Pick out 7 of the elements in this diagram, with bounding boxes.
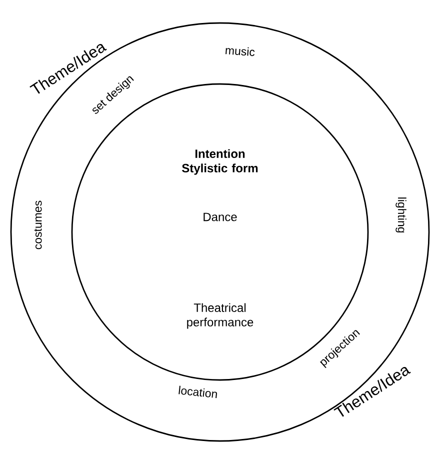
- label: music: [226, 47, 255, 56]
- label: Theatrical performance: [187, 303, 254, 329]
- label: location: [178, 386, 217, 398]
- label: lighting: [396, 198, 406, 232]
- heading: Intention Stylistic form: [182, 149, 258, 175]
- label: costumes: [34, 200, 42, 250]
- label: Dance: [204, 212, 237, 222]
